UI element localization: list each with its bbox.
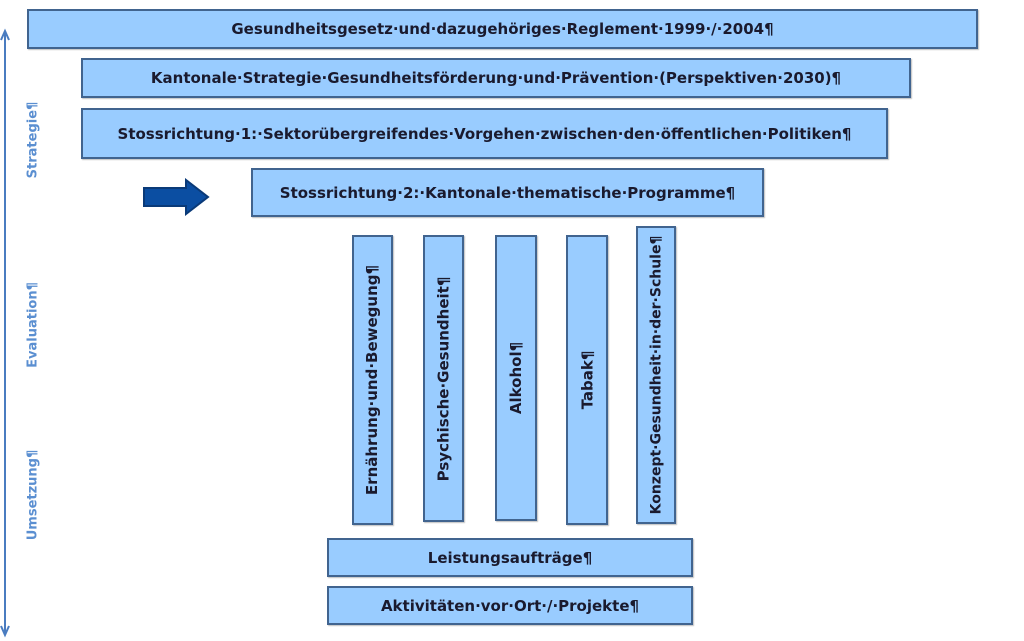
law-label: Gesundheitsgesetz·und·dazugehöriges·Regl… — [231, 20, 774, 38]
mandates-label: Leistungsaufträge¶ — [427, 548, 593, 567]
side-label-evaluation: Evaluation¶ — [25, 282, 41, 368]
program-box: Alkohol¶ — [495, 235, 537, 521]
axis2-box: Stossrichtung·2:·Kantonale·thematische·P… — [251, 168, 764, 217]
side-label-strategy: Strategie¶ — [25, 101, 41, 179]
program-box: Konzept·Gesundheit·in·der·Schule¶ — [636, 226, 676, 524]
mandates-box: Leistungsaufträge¶ — [327, 538, 693, 577]
right-arrow-icon — [143, 178, 210, 216]
program-box: Tabak¶ — [566, 235, 608, 525]
axis2-label: Stossrichtung·2:·Kantonale·thematische·P… — [279, 183, 736, 202]
program-label: Psychische·Gesundheit¶ — [434, 276, 453, 481]
side-label-implementation: Umsetzung¶ — [25, 449, 41, 541]
program-label: Konzept·Gesundheit·in·der·Schule¶ — [648, 235, 664, 515]
program-label: Alkohol¶ — [507, 341, 525, 415]
program-box: Ernährung·und·Bewegung¶ — [352, 235, 393, 525]
strategy-label: Kantonale·Strategie·Gesundheitsförderung… — [150, 69, 842, 87]
activities-box: Aktivitäten·vor·Ort·/·Projekte¶ — [327, 586, 693, 625]
program-box: Psychische·Gesundheit¶ — [423, 235, 464, 522]
program-label: Tabak¶ — [578, 350, 596, 410]
vertical-double-arrow — [0, 28, 10, 638]
activities-label: Aktivitäten·vor·Ort·/·Projekte¶ — [380, 596, 640, 615]
law-box: Gesundheitsgesetz·und·dazugehöriges·Regl… — [27, 9, 978, 49]
strategy-box: Kantonale·Strategie·Gesundheitsförderung… — [81, 58, 911, 98]
axis1-label: Stossrichtung·1:·Sektorübergreifendes·Vo… — [117, 124, 852, 143]
axis1-box: Stossrichtung·1:·Sektorübergreifendes·Vo… — [81, 108, 888, 159]
program-label: Ernährung·und·Bewegung¶ — [363, 264, 382, 496]
